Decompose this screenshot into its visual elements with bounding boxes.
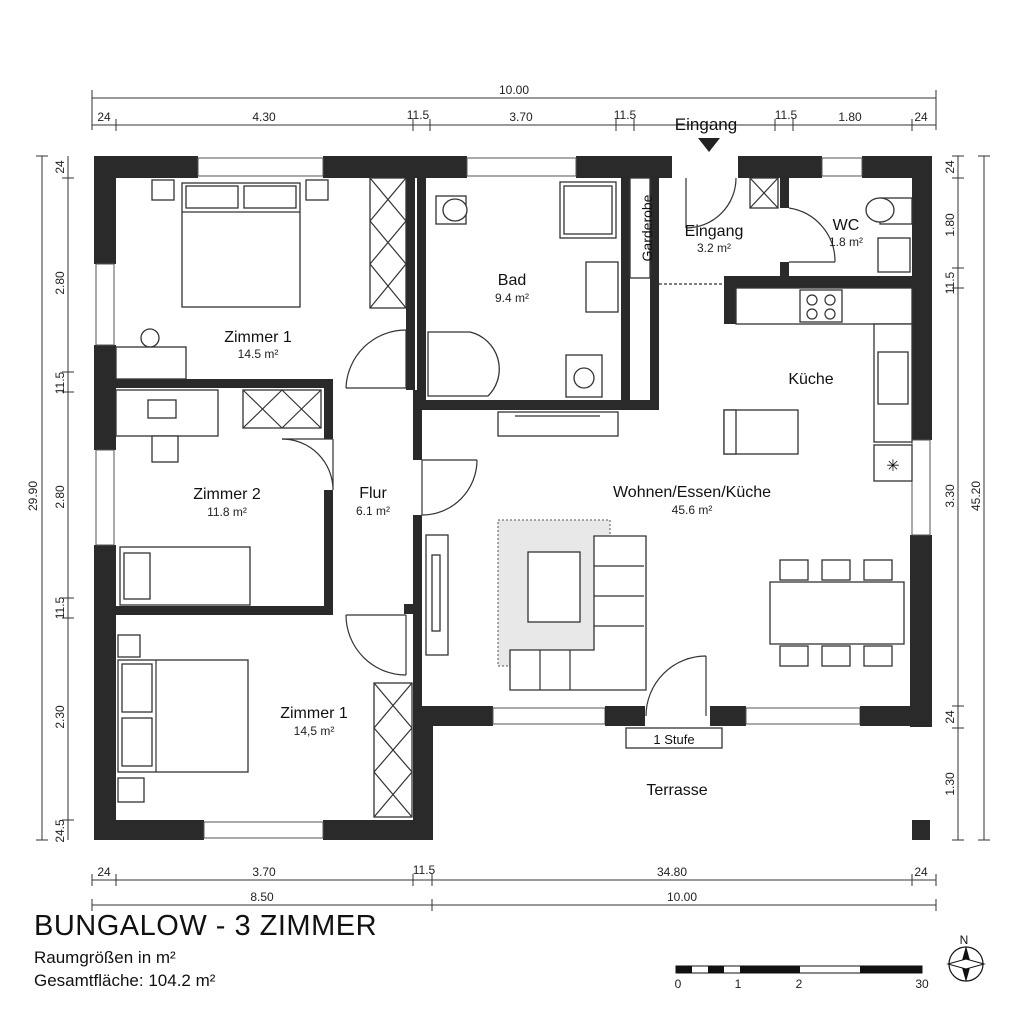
dim-left-total: 29.90	[26, 481, 40, 511]
subtitle: Raumgrößen in m²	[34, 948, 176, 967]
dim-top-4: 11.5	[614, 108, 637, 122]
room-wohnen-area: 45.6 m²	[672, 503, 713, 517]
north-arrow-icon: N	[946, 933, 986, 982]
dim-bottom-2: 11.5	[413, 863, 436, 877]
dim-top-7: 24	[914, 110, 928, 124]
room-zimmer1-top-name: Zimmer 1	[224, 329, 292, 346]
dim-top-total: 10.00	[499, 83, 529, 97]
bathtub-icon	[427, 331, 500, 397]
sink-icon	[585, 261, 619, 313]
doors	[281, 177, 836, 717]
dim-right-0: 24	[943, 160, 957, 174]
room-kueche-name: Küche	[788, 371, 833, 388]
garderobe-label: Garderobe	[639, 194, 655, 261]
dim-right-5: 1.30	[943, 772, 957, 796]
chair-icon	[151, 435, 179, 463]
fan-icon: ✳	[886, 458, 899, 475]
stufe-label: 1 Stufe	[653, 732, 694, 747]
dim-bottom-0: 24	[97, 865, 111, 879]
scale-tick-0: 0	[675, 977, 682, 991]
dim-right-total: 45.20	[969, 481, 983, 511]
room-wohnen-name: Wohnen/Essen/Küche	[613, 484, 771, 501]
room-zimmer2-area: 11.8 m²	[207, 505, 247, 519]
room-zimmer1-bottom-area: 14,5 m²	[294, 724, 335, 738]
dim-top-1: 4.30	[252, 110, 276, 124]
dim-right-2: 11.5	[943, 271, 957, 294]
room-bad-name: Bad	[498, 272, 526, 289]
stove-icon	[799, 289, 843, 323]
room-zimmer1-bottom-name: Zimmer 1	[280, 705, 348, 722]
dining-table	[769, 581, 905, 645]
dim-bottom-4: 24	[914, 865, 928, 879]
room-eingang-name: Eingang	[685, 223, 744, 240]
total-area: Gesamtfläche: 104.2 m²	[34, 971, 216, 990]
dim-bottom-total-left: 8.50	[250, 890, 274, 904]
dim-top-3: 3.70	[509, 110, 533, 124]
room-terrasse-name: Terrasse	[646, 782, 707, 799]
dimension-lines: 10.00 24 4.30 11.5 3.70 11.5 11.5 1.80 2…	[26, 83, 990, 911]
scale-tick-2: 2	[796, 977, 803, 991]
room-zimmer1-top-area: 14.5 m²	[238, 347, 279, 361]
dim-top-6: 1.80	[838, 110, 862, 124]
scale-bar: 0 1 2 30	[675, 965, 929, 991]
scale-tick-1: 1	[735, 977, 742, 991]
dim-right-3: 3.30	[943, 484, 957, 508]
dim-right-4: 24	[943, 710, 957, 724]
kitchen-sink-icon	[877, 351, 909, 405]
dim-left-1: 2.80	[53, 271, 67, 295]
dim-top-5: 11.5	[775, 108, 798, 122]
dim-left-2: 11.5	[53, 371, 67, 394]
scale-tick-3: 30	[915, 977, 929, 991]
room-zimmer2-name: Zimmer 2	[193, 486, 261, 503]
room-flur-name: Flur	[359, 485, 387, 502]
dim-right-1: 1.80	[943, 213, 957, 237]
room-labels: Zimmer 1 14.5 m² Bad 9.4 m² Garderobe Ei…	[193, 194, 863, 799]
walls	[94, 156, 932, 840]
room-wc-name: WC	[833, 217, 860, 234]
north-label: N	[960, 933, 969, 947]
room-eingang-area: 3.2 m²	[697, 241, 731, 255]
wc-sink-icon	[877, 237, 911, 273]
entrance-arrow-icon	[698, 138, 720, 152]
dim-bottom-3: 34.80	[657, 865, 687, 879]
desk-icon	[115, 346, 187, 380]
room-flur-area: 6.1 m²	[356, 504, 390, 518]
room-bad-area: 9.4 m²	[495, 291, 529, 305]
page-title: BUNGALOW - 3 ZIMMER	[34, 910, 378, 942]
entrance-arrow-label: Eingang	[675, 115, 737, 134]
dim-bottom-total-right: 10.00	[667, 890, 697, 904]
furniture: ✳	[115, 177, 913, 818]
dim-left-0: 24	[53, 160, 67, 174]
dim-bottom-1: 3.70	[252, 865, 276, 879]
dim-top-0: 24	[97, 110, 111, 124]
coffee-table	[527, 551, 581, 623]
dim-left-3: 2.80	[53, 485, 67, 509]
dim-left-6: 24.5	[53, 819, 67, 843]
dim-left-4: 11.5	[53, 596, 67, 619]
sofa-icon	[509, 535, 647, 691]
dim-top-2: 11.5	[407, 108, 430, 122]
dim-left-5: 2.30	[53, 705, 67, 729]
room-wc-area: 1.8 m²	[829, 235, 863, 249]
step	[625, 727, 723, 749]
